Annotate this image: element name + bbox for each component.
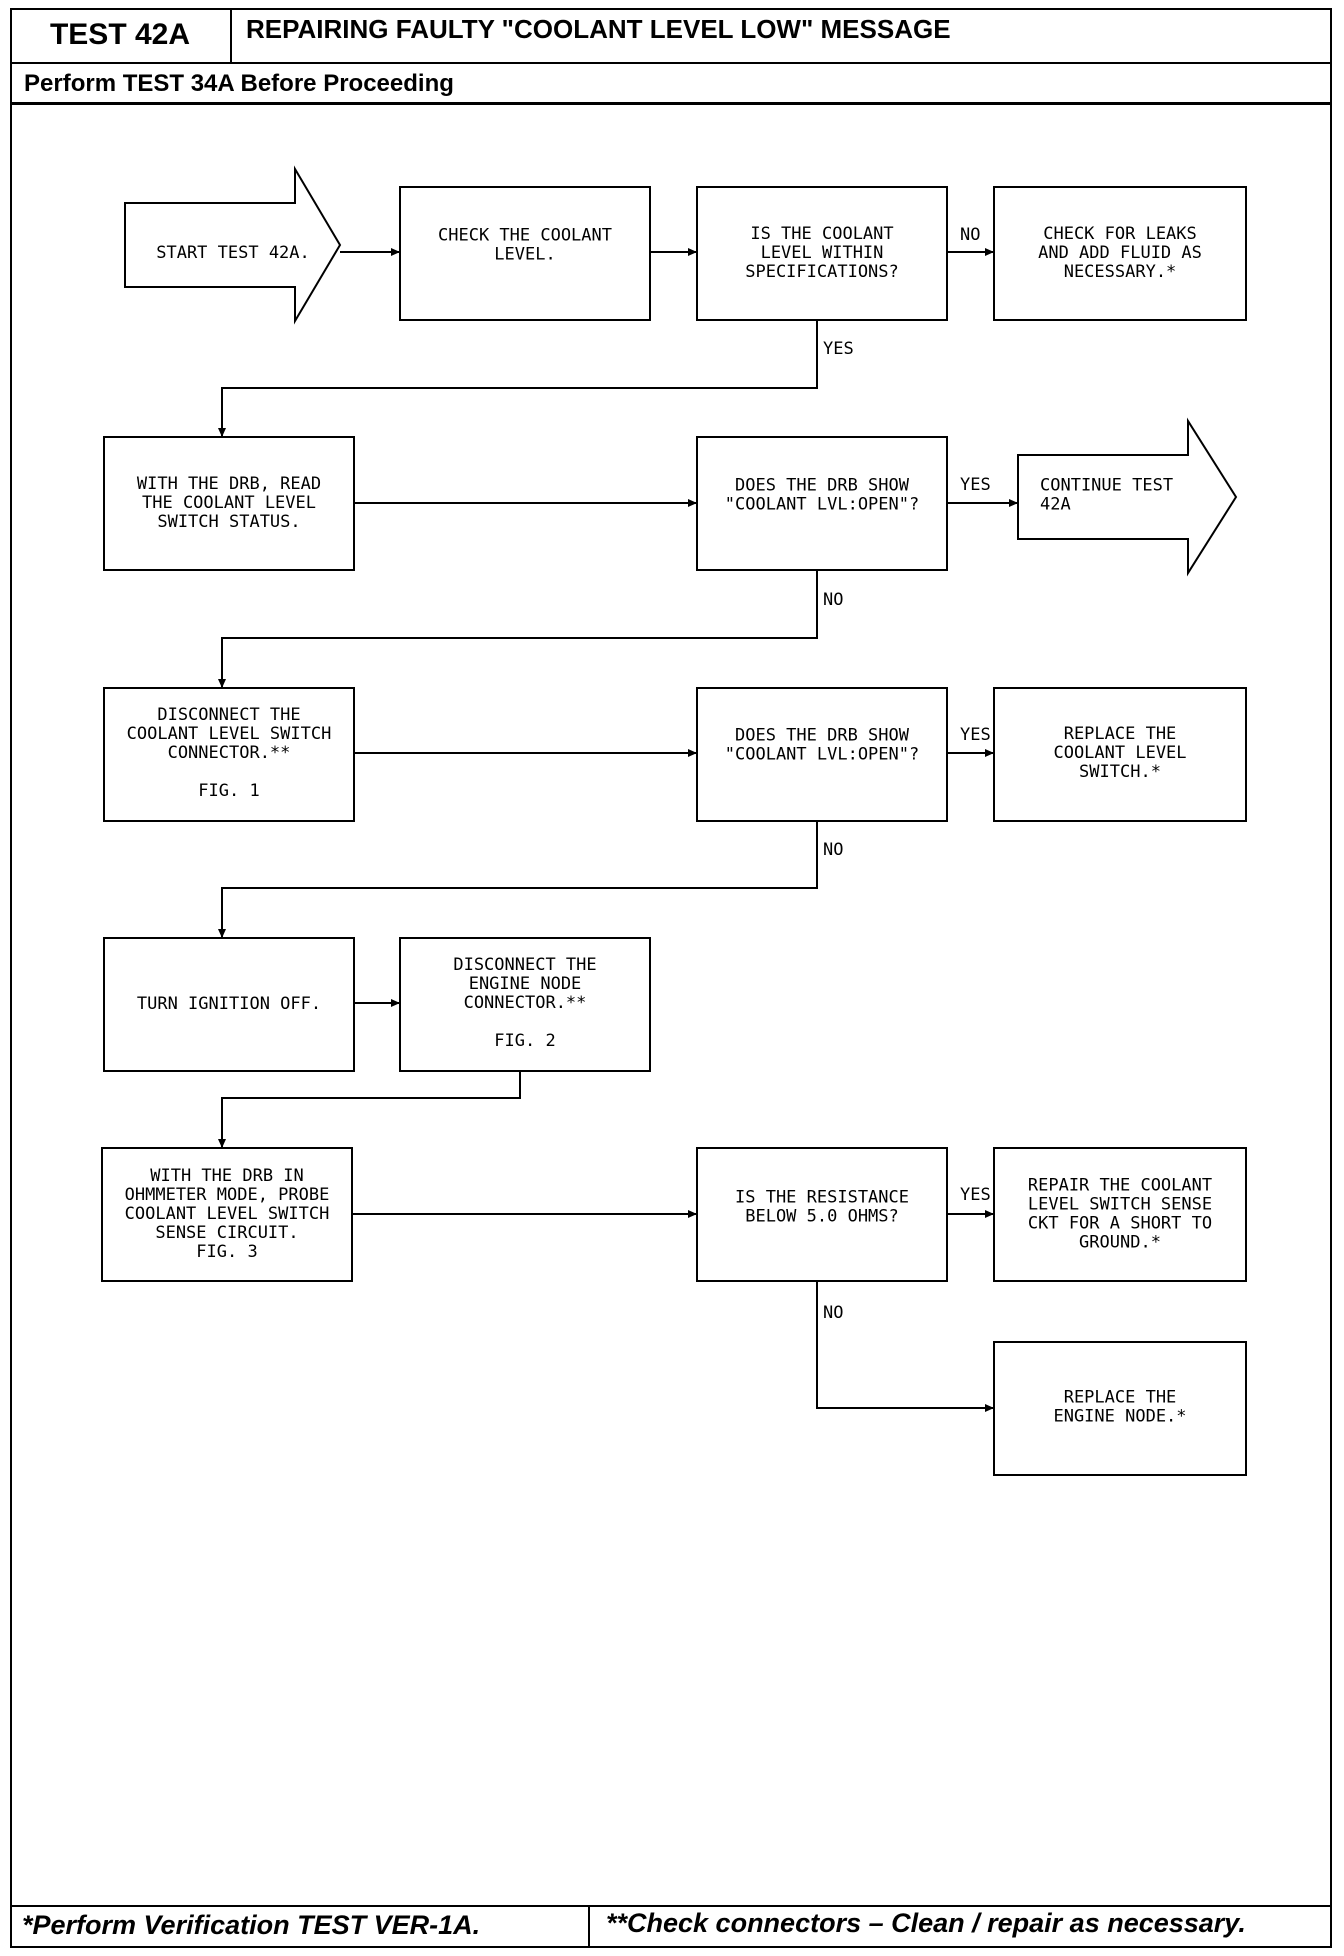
label-yes-3: YES <box>960 725 991 745</box>
check-level-box <box>399 186 651 321</box>
disconnect-node-box <box>399 937 651 1072</box>
replace-switch-box-line: COOLANT LEVEL <box>1053 743 1186 763</box>
check-level-box-line: LEVEL. <box>494 245 555 265</box>
repair-short-box-line: GROUND.* <box>1079 1233 1161 1253</box>
label-no-2: NO <box>823 590 843 610</box>
show-open-decision-2-line: DOES THE DRB SHOW <box>735 726 910 746</box>
disconnect-switch-box-line: DISCONNECT THE <box>157 705 300 725</box>
continue-arrow-line: CONTINUE TEST <box>1040 476 1173 496</box>
repair-short-box <box>993 1147 1247 1282</box>
replace-node-box-line: ENGINE NODE.* <box>1053 1407 1186 1427</box>
resistance-decision-line: IS THE RESISTANCE <box>735 1188 909 1208</box>
repair-short-box-line: LEVEL SWITCH SENSE <box>1028 1195 1212 1215</box>
disconnect-switch-box-line: FIG. 1 <box>198 781 259 801</box>
repair-short-box-line: REPAIR THE COOLANT <box>1028 1176 1212 1196</box>
replace-node-box-line: REPLACE THE <box>1064 1388 1177 1408</box>
probe-box-line: COOLANT LEVEL SWITCH <box>125 1204 330 1224</box>
start-arrow-line: START TEST 42A. <box>156 243 310 263</box>
prerequisite-note: Perform TEST 34A Before Proceeding <box>24 70 454 97</box>
resistance-decision-line: BELOW 5.0 OHMS? <box>745 1207 899 1227</box>
label-yes-2: YES <box>960 475 991 495</box>
probe-box-line: WITH THE DRB IN <box>150 1166 304 1186</box>
disconnect-switch-box-line: COOLANT LEVEL SWITCH <box>127 724 332 744</box>
edge-show2-to-ignition <box>218 821 818 938</box>
ignition-off-box <box>103 937 355 1072</box>
read-status-box-line: THE COOLANT LEVEL <box>142 493 316 513</box>
check-level-box-line: CHECK THE COOLANT <box>438 226 612 246</box>
probe-box <box>101 1147 353 1282</box>
header-divider <box>10 62 1332 64</box>
check-leaks-box <box>993 186 1247 321</box>
ignition-off-box-line: TURN IGNITION OFF. <box>137 994 321 1014</box>
disconnect-switch-box-line: CONNECTOR.** <box>168 743 291 763</box>
replace-node-box <box>993 1341 1247 1476</box>
continue-arrow-line: 42A <box>1040 495 1071 515</box>
header-divider-bottom <box>10 102 1332 105</box>
label-no-3: NO <box>823 840 843 860</box>
test-id: TEST 42A <box>49 18 191 51</box>
within-spec-decision <box>696 186 948 321</box>
disconnect-switch-box <box>103 687 355 822</box>
show-open-decision-1 <box>696 436 948 571</box>
within-spec-decision-line: LEVEL WITHIN <box>761 243 884 263</box>
edge-node-to-probe <box>218 1071 521 1148</box>
label-no-4: NO <box>823 1303 843 1323</box>
disconnect-node-box-line: DISCONNECT THE <box>453 955 596 975</box>
ignition-off-box-text: TURN IGNITION OFF. <box>137 994 321 1014</box>
repair-short-box-line: CKT FOR A SHORT TO <box>1028 1214 1212 1234</box>
probe-box-line: SENSE CIRCUIT. <box>155 1223 298 1243</box>
probe-box-line: FIG. 3 <box>196 1242 257 1262</box>
read-status-box-line: SWITCH STATUS. <box>157 512 300 532</box>
page-frame <box>10 8 1332 1948</box>
edge-spec-to-read <box>218 320 818 437</box>
start-arrow <box>124 165 342 325</box>
disconnect-node-box-line: CONNECTOR.** <box>464 993 587 1013</box>
check-leaks-box-line: AND ADD FLUID AS <box>1038 243 1202 263</box>
show-open-decision-1-line: DOES THE DRB SHOW <box>735 476 910 496</box>
label-yes-1: YES <box>823 339 854 359</box>
probe-box-line: OHMMETER MODE, PROBE <box>125 1185 330 1205</box>
check-leaks-box-line: NECESSARY.* <box>1064 262 1177 282</box>
within-spec-decision-line: IS THE COOLANT <box>750 224 893 244</box>
page-title: REPAIRING FAULTY "COOLANT LEVEL LOW" MES… <box>246 14 951 44</box>
read-status-box <box>103 436 355 571</box>
show-open-decision-2-line: "COOLANT LVL:OPEN"? <box>725 745 919 765</box>
show-open-decision-1-text: DOES THE DRB SHOW"COOLANT LVL:OPEN"? <box>725 476 919 515</box>
label-no-1: NO <box>960 225 980 245</box>
footnote-connectors: **Check connectors – Clean / repair as n… <box>606 1908 1246 1938</box>
footnote-verification: *Perform Verification TEST VER-1A. <box>22 1910 481 1940</box>
show-open-decision-2 <box>696 687 948 822</box>
replace-switch-box-line: REPLACE THE <box>1064 724 1177 744</box>
check-leaks-box-line: CHECK FOR LEAKS <box>1043 224 1197 244</box>
start-arrow-text: START TEST 42A. <box>156 243 310 263</box>
replace-switch-box-line: SWITCH.* <box>1079 762 1161 782</box>
show-open-decision-1-line: "COOLANT LVL:OPEN"? <box>725 495 919 515</box>
continue-arrow <box>1017 417 1238 577</box>
replace-switch-box <box>993 687 1247 822</box>
edge-show1-to-disconnect <box>218 570 818 688</box>
show-open-decision-2-text: DOES THE DRB SHOW"COOLANT LVL:OPEN"? <box>725 726 919 765</box>
read-status-box-line: WITH THE DRB, READ <box>137 474 321 494</box>
disconnect-node-box-line: ENGINE NODE <box>469 974 582 994</box>
within-spec-decision-line: SPECIFICATIONS? <box>745 262 899 282</box>
footer-column-divider <box>588 1905 590 1948</box>
edge-resistance-to-replace-node <box>816 1281 994 1412</box>
footer-divider <box>10 1905 1332 1907</box>
disconnect-node-box-line: FIG. 2 <box>494 1031 555 1051</box>
label-yes-4: YES <box>960 1185 991 1205</box>
